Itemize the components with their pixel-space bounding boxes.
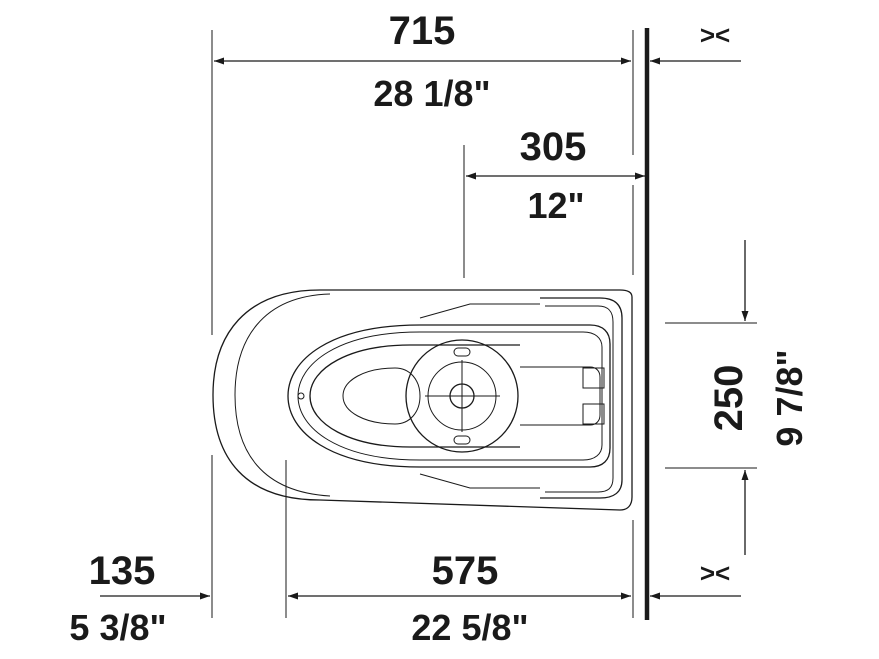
- bowl-front-curve: [234, 293, 331, 497]
- label-250-mm: 250: [707, 365, 751, 432]
- label-715-inch: 28 1/8": [373, 73, 490, 114]
- label-575-mm: 575: [432, 549, 499, 593]
- bowl-well-outline: [342, 367, 421, 425]
- tank-outline: [540, 297, 623, 499]
- seat-lid-lines: [419, 303, 540, 489]
- label-135-inch: 5 3/8": [69, 607, 166, 648]
- hinge-cover: [520, 366, 601, 426]
- label-135-mm: 135: [89, 549, 156, 593]
- bowl-opening-outline: [309, 344, 520, 448]
- label-305-mm: 305: [520, 125, 587, 169]
- label-575-inch: 22 5/8": [411, 607, 528, 648]
- label-305-inch: 12": [527, 185, 584, 226]
- bowl-outer-outline: [212, 289, 633, 511]
- label-250-inch: 9 7/8": [769, 349, 810, 446]
- tank-inner-outline: [545, 305, 614, 493]
- label-715-mm: 715: [389, 9, 456, 53]
- drain-outer-circle: [405, 339, 519, 453]
- rim-dot: [297, 392, 305, 400]
- seat-inner-outline: [297, 331, 603, 461]
- wall-gap-symbol-top: ><: [700, 20, 730, 50]
- bolt-slot-bottom: [453, 435, 471, 445]
- bolt-slot-top: [453, 347, 471, 357]
- hinge-left: [582, 367, 605, 389]
- seat-outline: [287, 324, 611, 468]
- hinge-right: [582, 403, 605, 425]
- toilet-outline: [212, 289, 633, 511]
- wall-gap-symbol-bottom: ><: [700, 558, 730, 588]
